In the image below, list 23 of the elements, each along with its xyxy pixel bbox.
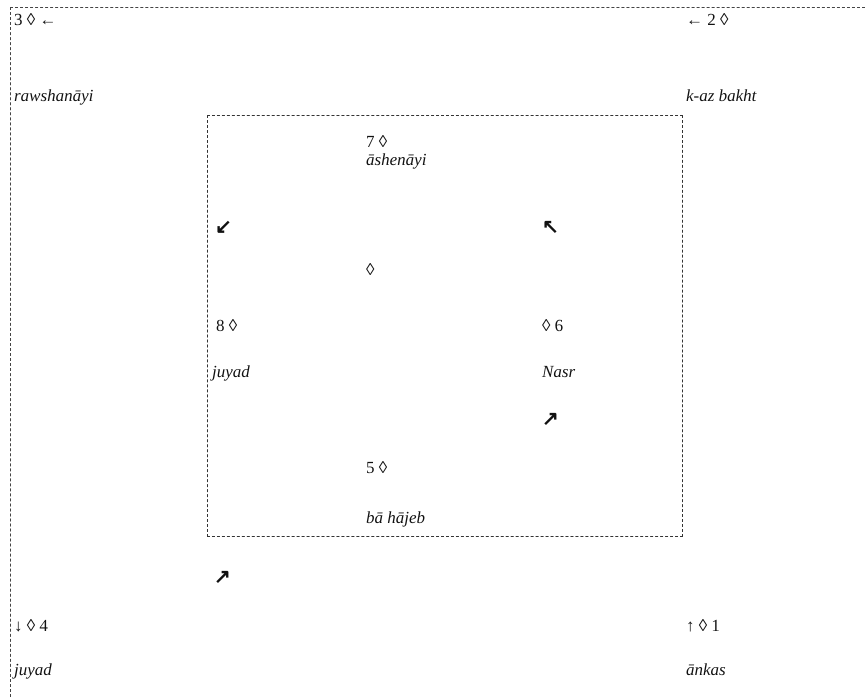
diamond-number-label: 8 ◊ xyxy=(216,316,238,336)
term-label: bā hājeb xyxy=(366,508,426,528)
diamond-number-label: 7 ◊ xyxy=(366,132,388,152)
diamond-number-label: ◊ 6 xyxy=(542,316,564,336)
term-label: juyad xyxy=(14,660,52,680)
diamond-number-label: 3 ◊ ← xyxy=(14,10,56,30)
term-label: k-az bakht xyxy=(686,86,756,106)
diamond-number-label: 5 ◊ xyxy=(366,458,388,478)
diamond-number-label: ↓ ◊ 4 xyxy=(14,616,48,636)
direction-arrow: ↗ xyxy=(214,567,231,587)
term-label: āshenāyi xyxy=(366,150,426,170)
direction-arrow: ↙ xyxy=(215,217,232,237)
term-label: Nasr xyxy=(542,362,576,382)
term-label: ānkas xyxy=(686,660,726,680)
diamond-number-label: ← 2 ◊ xyxy=(686,10,728,30)
term-label: juyad xyxy=(212,362,250,382)
diamond-number-label: ↑ ◊ 1 xyxy=(686,616,720,636)
term-label: rawshanāyi xyxy=(14,86,94,106)
dashed-frame xyxy=(10,7,865,697)
direction-arrow: ↖ xyxy=(542,217,559,237)
dashed-frame xyxy=(207,115,683,537)
direction-arrow: ↗ xyxy=(542,409,559,429)
diamond-number-label: ◊ xyxy=(366,260,374,280)
